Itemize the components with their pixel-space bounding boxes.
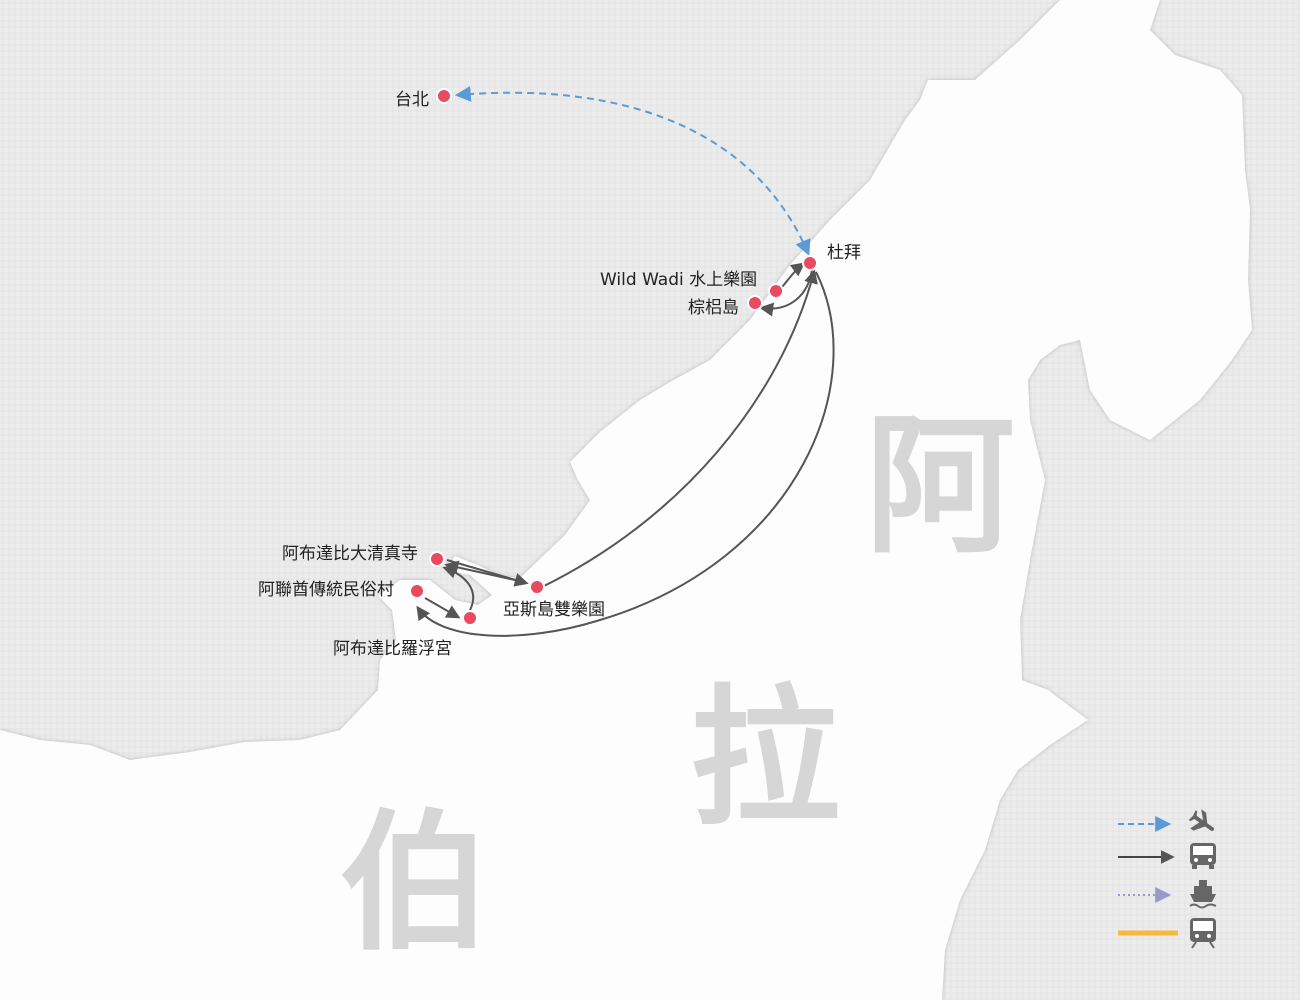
city-labels: 台北 杜拜 Wild Wadi 水上樂園 棕梠島 亞斯島雙樂園 阿布達比大清真寺… bbox=[258, 90, 861, 659]
route-bus-dubai-heritage bbox=[416, 271, 835, 637]
region-label-1: 阿 bbox=[865, 400, 1015, 574]
legend-bus bbox=[1118, 843, 1216, 869]
route-bus-palace-heritage bbox=[442, 565, 475, 611]
land-arabian-peninsula bbox=[0, 0, 1252, 1000]
region-label-2: 拉 bbox=[690, 672, 840, 846]
label-wild-wadi: Wild Wadi 水上樂園 bbox=[600, 270, 757, 290]
label-heritage-village: 阿聯酋傳統民俗村 bbox=[258, 580, 394, 600]
route-bus-yas-mosque bbox=[444, 560, 516, 581]
legend bbox=[1118, 809, 1217, 949]
routes bbox=[416, 85, 835, 637]
point-yas-island[interactable] bbox=[529, 579, 545, 595]
point-taipei[interactable] bbox=[436, 88, 452, 104]
airplane-icon bbox=[1188, 809, 1215, 831]
route-flight-dubai-taipei bbox=[454, 85, 811, 256]
legend-flight bbox=[1118, 809, 1215, 832]
legend-train bbox=[1118, 918, 1216, 949]
bus-icon bbox=[1190, 843, 1216, 869]
label-palm-island: 棕梠島 bbox=[688, 298, 739, 318]
label-yas-island: 亞斯島雙樂園 bbox=[503, 600, 605, 620]
label-emirates-palace: 阿布達比羅浮宮 bbox=[333, 639, 452, 659]
point-emirates-palace[interactable] bbox=[462, 610, 478, 626]
city-points bbox=[409, 88, 818, 626]
region-label-3: 伯 bbox=[340, 797, 490, 971]
point-dubai[interactable] bbox=[802, 255, 818, 271]
train-icon bbox=[1190, 918, 1216, 949]
point-palm-island[interactable] bbox=[747, 295, 763, 311]
ship-icon bbox=[1189, 880, 1217, 909]
legend-ship bbox=[1118, 880, 1217, 909]
point-heritage-village[interactable] bbox=[409, 583, 425, 599]
point-grand-mosque[interactable] bbox=[429, 551, 445, 567]
label-dubai: 杜拜 bbox=[827, 243, 861, 263]
label-taipei: 台北 bbox=[395, 90, 429, 110]
point-wild-wadi[interactable] bbox=[768, 283, 784, 299]
route-bus-yas-dubai bbox=[539, 269, 818, 589]
route-bus-heritage-palace bbox=[424, 597, 461, 619]
label-grand-mosque: 阿布達比大清真寺 bbox=[282, 544, 418, 564]
